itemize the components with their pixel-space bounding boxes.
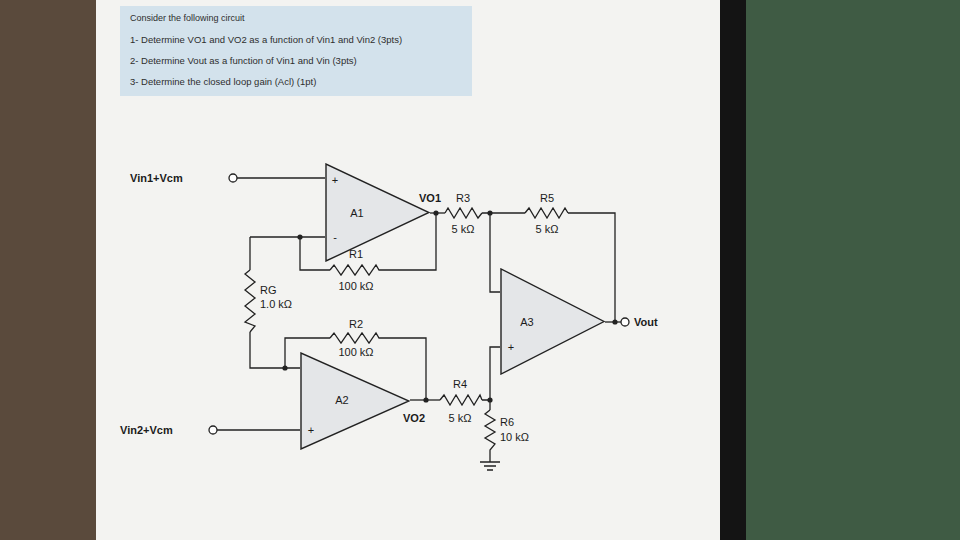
pin-sign: + [308, 424, 314, 436]
wire [482, 347, 500, 400]
resistor-value: 5 kΩ [536, 223, 559, 235]
wire [217, 429, 300, 430]
resistor-symbol [485, 410, 495, 462]
pin-sign: + [332, 174, 338, 186]
resistor-symbol [445, 208, 482, 218]
question-text: 3- Determine the closed loop gain (Acl) … [130, 76, 430, 88]
junction-dot [487, 397, 492, 402]
question-panel: Consider the following circuit 1- Determi… [120, 6, 472, 96]
resistor-name: R3 [456, 192, 470, 204]
op-amp-triangle [501, 269, 604, 374]
resistor-value: 100 kΩ [338, 280, 373, 292]
wire [250, 236, 325, 237]
input-label: Vin2+Vcm [120, 424, 173, 436]
op-amp-triangle [301, 353, 409, 449]
output-label: Vout [634, 316, 658, 328]
question-text: Consider the following circuit [130, 12, 430, 24]
op-amp-symbol [325, 163, 430, 262]
junction-dot [282, 365, 287, 370]
junction-dot [433, 210, 438, 215]
resistor-name: RG [260, 284, 277, 296]
junction-dot [423, 397, 428, 402]
junction-dot [612, 319, 617, 324]
resistor-name: R2 [349, 318, 363, 330]
pin-sign: - [333, 231, 337, 243]
resistor-value: 5 kΩ [449, 412, 472, 424]
op-amp-label: A3 [520, 316, 533, 328]
node-label: VO2 [403, 412, 425, 424]
input-terminal [209, 426, 217, 434]
resistor-name: R5 [540, 192, 554, 204]
op-amp-symbol [500, 268, 605, 375]
resistor-value: 5 kΩ [452, 223, 475, 235]
input-terminal [229, 174, 237, 182]
wire [490, 213, 500, 292]
node-label: VO1 [419, 192, 441, 204]
left-edge [0, 0, 96, 540]
op-amp-label: A2 [335, 394, 348, 406]
ground-symbol [480, 462, 500, 470]
op-amp: A2 + [300, 352, 410, 450]
op-amp-triangle [326, 164, 429, 261]
resistor-value: 100 kΩ [338, 346, 373, 358]
phone-screen [96, 0, 720, 540]
resistor-name: R6 [500, 416, 514, 428]
resistor-value: 1.0 kΩ [260, 298, 292, 310]
op-amp: + A1 - [325, 163, 430, 262]
wire [237, 177, 325, 178]
pin-sign: + [508, 341, 514, 353]
input-label: Vin1+Vcm [130, 172, 183, 184]
wire [382, 338, 426, 400]
question-text: 1- Determine VO1 and VO2 as a function o… [130, 34, 430, 46]
green-fabric [746, 0, 960, 540]
junction-dot [297, 234, 302, 239]
resistor-symbol [440, 395, 482, 405]
wire [249, 237, 250, 270]
junction-dot [487, 210, 492, 215]
resistor-symbol [330, 265, 382, 275]
resistor-symbol [525, 208, 568, 218]
resistor-symbol [330, 333, 382, 343]
op-amp: A3 + [500, 268, 605, 375]
resistor-name: R1 [349, 248, 363, 260]
resistor-value: 10 kΩ [500, 431, 529, 443]
resistor-name: R4 [453, 378, 467, 390]
op-amp-symbol [300, 352, 410, 450]
question-text: 2- Determine Vout as a function of Vin1 … [130, 55, 430, 67]
resistor-symbol [245, 270, 255, 332]
wire [568, 213, 615, 322]
phone-bezel [720, 0, 746, 540]
output-terminal [621, 318, 629, 326]
op-amp-label: A1 [350, 207, 363, 219]
